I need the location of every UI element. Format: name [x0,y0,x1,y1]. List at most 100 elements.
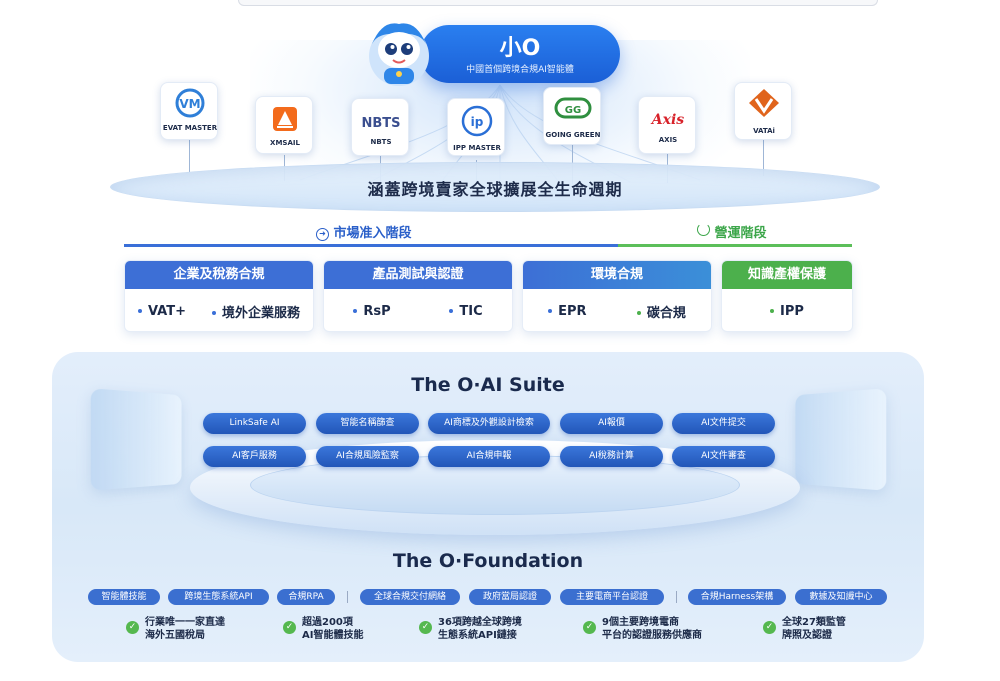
product-label: EVAT MASTER [162,124,218,132]
logo-stem [189,140,190,172]
going-green-logo-icon: GG [554,97,592,119]
category-title: 產品測試與認證 [324,261,512,289]
foundation-title: The O·Foundation [392,550,584,572]
foundation-tag: 智能體技能 [88,589,160,605]
product-card-vatai [734,82,792,140]
operation-bar [618,244,852,247]
category-ip-protection: 知識產權保護 IPP [721,260,853,332]
suite-chip: AI合規申報 [428,446,550,467]
suite-chip: AI文件審查 [672,446,775,467]
bullet-icon [548,309,553,313]
category-corporate-tax: 企業及稅務合規 VAT+ 境外企業服務 [124,260,314,332]
xiao-o-hero-pill [420,25,620,83]
category-title: 企業及稅務合規 [125,261,313,289]
stage-operation: 營運階段 [697,222,767,241]
svg-text:GG: GG [565,105,581,116]
bullet-icon [449,309,454,313]
foundation-tag: 合規Harness架構 [688,589,786,605]
category-title: 知識產權保護 [722,261,852,289]
svg-text:ip: ip [471,115,484,129]
hero-title: 小O [499,36,541,61]
category-item: EPR [548,304,587,319]
logo-stem [763,140,764,176]
suite-chip: AI報價 [560,413,663,434]
stage-market-entry: ➜ 市場准入階段 [316,222,412,241]
product-card-axis: Axis [638,96,696,154]
category-title: 環境合規 [523,261,711,289]
stage-market-entry-label: 市場准入階段 [333,226,412,241]
hero-subtitle: 中國首個跨境合規AI智能體 [466,65,574,75]
product-card-xmsail [255,96,313,154]
svg-text:NBTS: NBTS [361,116,400,131]
bullet-icon [353,309,358,313]
foundation-stat: 9個主要跨境電商 平台的認證服務供應商 [602,617,702,641]
product-card-evat-master: VM [160,82,218,140]
svg-text:Axis: Axis [650,112,685,128]
bullet-icon [770,309,775,313]
category-item: 境外企業服務 [211,302,300,321]
evat-master-logo-icon: VM [175,88,205,118]
right-glass-wall [795,388,887,491]
suite-chip: AI客戶服務 [203,446,306,467]
suite-chip: 智能名稱篩查 [316,413,419,434]
category-item: IPP [770,304,804,319]
bullet-icon [137,309,142,313]
check-icon: ✓ [126,621,139,634]
suite-chip: AI合規風險監察 [316,446,419,467]
product-label: NBTS [370,138,392,146]
market-entry-bar [124,244,618,247]
category-items: EPR 碳合規 [523,289,711,331]
category-item: RsP [353,304,391,319]
foundation-stat: 全球27類監管 牌照及認證 [782,617,846,641]
category-items: VAT+ 境外企業服務 [125,289,313,331]
nbts-logo-icon: NBTS [361,116,400,131]
foundation-stat: 行業唯一一家直達 海外五國稅局 [145,617,225,641]
left-glass-wall [90,388,182,491]
product-card-ipp-master: ip [447,98,505,156]
ipp-master-logo-icon: ip [461,105,493,137]
stage-operation-label: 營運階段 [714,226,767,241]
foundation-stat: 36項跨越全球跨境 生態系統API鏈接 [438,617,522,641]
check-icon: ✓ [283,621,296,634]
suite-chip: AI商標及外觀設計檢索 [428,413,550,434]
cycle-icon [697,223,710,236]
foundation-stat: 超過200項 AI智能體技能 [302,617,364,641]
product-card-going-green: GG [543,87,601,145]
check-icon: ✓ [583,621,596,634]
axis-logo-icon: Axis [650,112,685,128]
product-card-nbts: NBTS [351,98,409,156]
svg-text:VM: VM [179,97,200,111]
foundation-tag: 跨境生態系統API [168,589,269,605]
foundation-tag: 數據及知識中心 [795,589,887,605]
suite-chip: LinkSafe AI [203,413,306,434]
group-separator [347,591,348,603]
category-item: TIC [449,304,483,319]
foundation-tag: 全球合規交付網絡 [360,589,460,605]
product-label: VATAi [753,127,775,135]
group-separator [676,591,677,603]
bullet-icon [211,311,216,315]
suite-chip: AI稅務計算 [560,446,663,467]
category-product-testing: 產品測試與認證 RsP TIC [323,260,513,332]
mascot-icon [369,23,429,86]
product-label: AXIS [658,136,678,144]
xmsail-logo-icon [273,107,297,131]
category-item: VAT+ [137,304,186,319]
arrow-circle-icon: ➜ [316,228,329,241]
foundation-tag: 主要電商平台認證 [560,589,664,605]
product-label: XMSAIL [270,139,300,147]
product-label: IPP MASTER [453,144,501,152]
foundation-tag: 政府當局認證 [469,589,551,605]
suite-chip: AI文件提交 [672,413,775,434]
category-items: IPP [722,289,852,331]
category-items: RsP TIC [324,289,512,331]
suite-title: The O·AI Suite [411,374,565,396]
check-icon: ✓ [763,621,776,634]
product-label: GOING GREEN [545,131,601,139]
vatai-logo-icon [749,89,779,117]
lifecycle-ring-text: 涵蓋跨境賣家全球擴展全生命週期 [367,180,623,199]
check-icon: ✓ [419,621,432,634]
category-item: 碳合規 [636,302,686,321]
lifecycle-ring [110,162,880,212]
category-environmental: 環境合規 EPR 碳合規 [522,260,712,332]
